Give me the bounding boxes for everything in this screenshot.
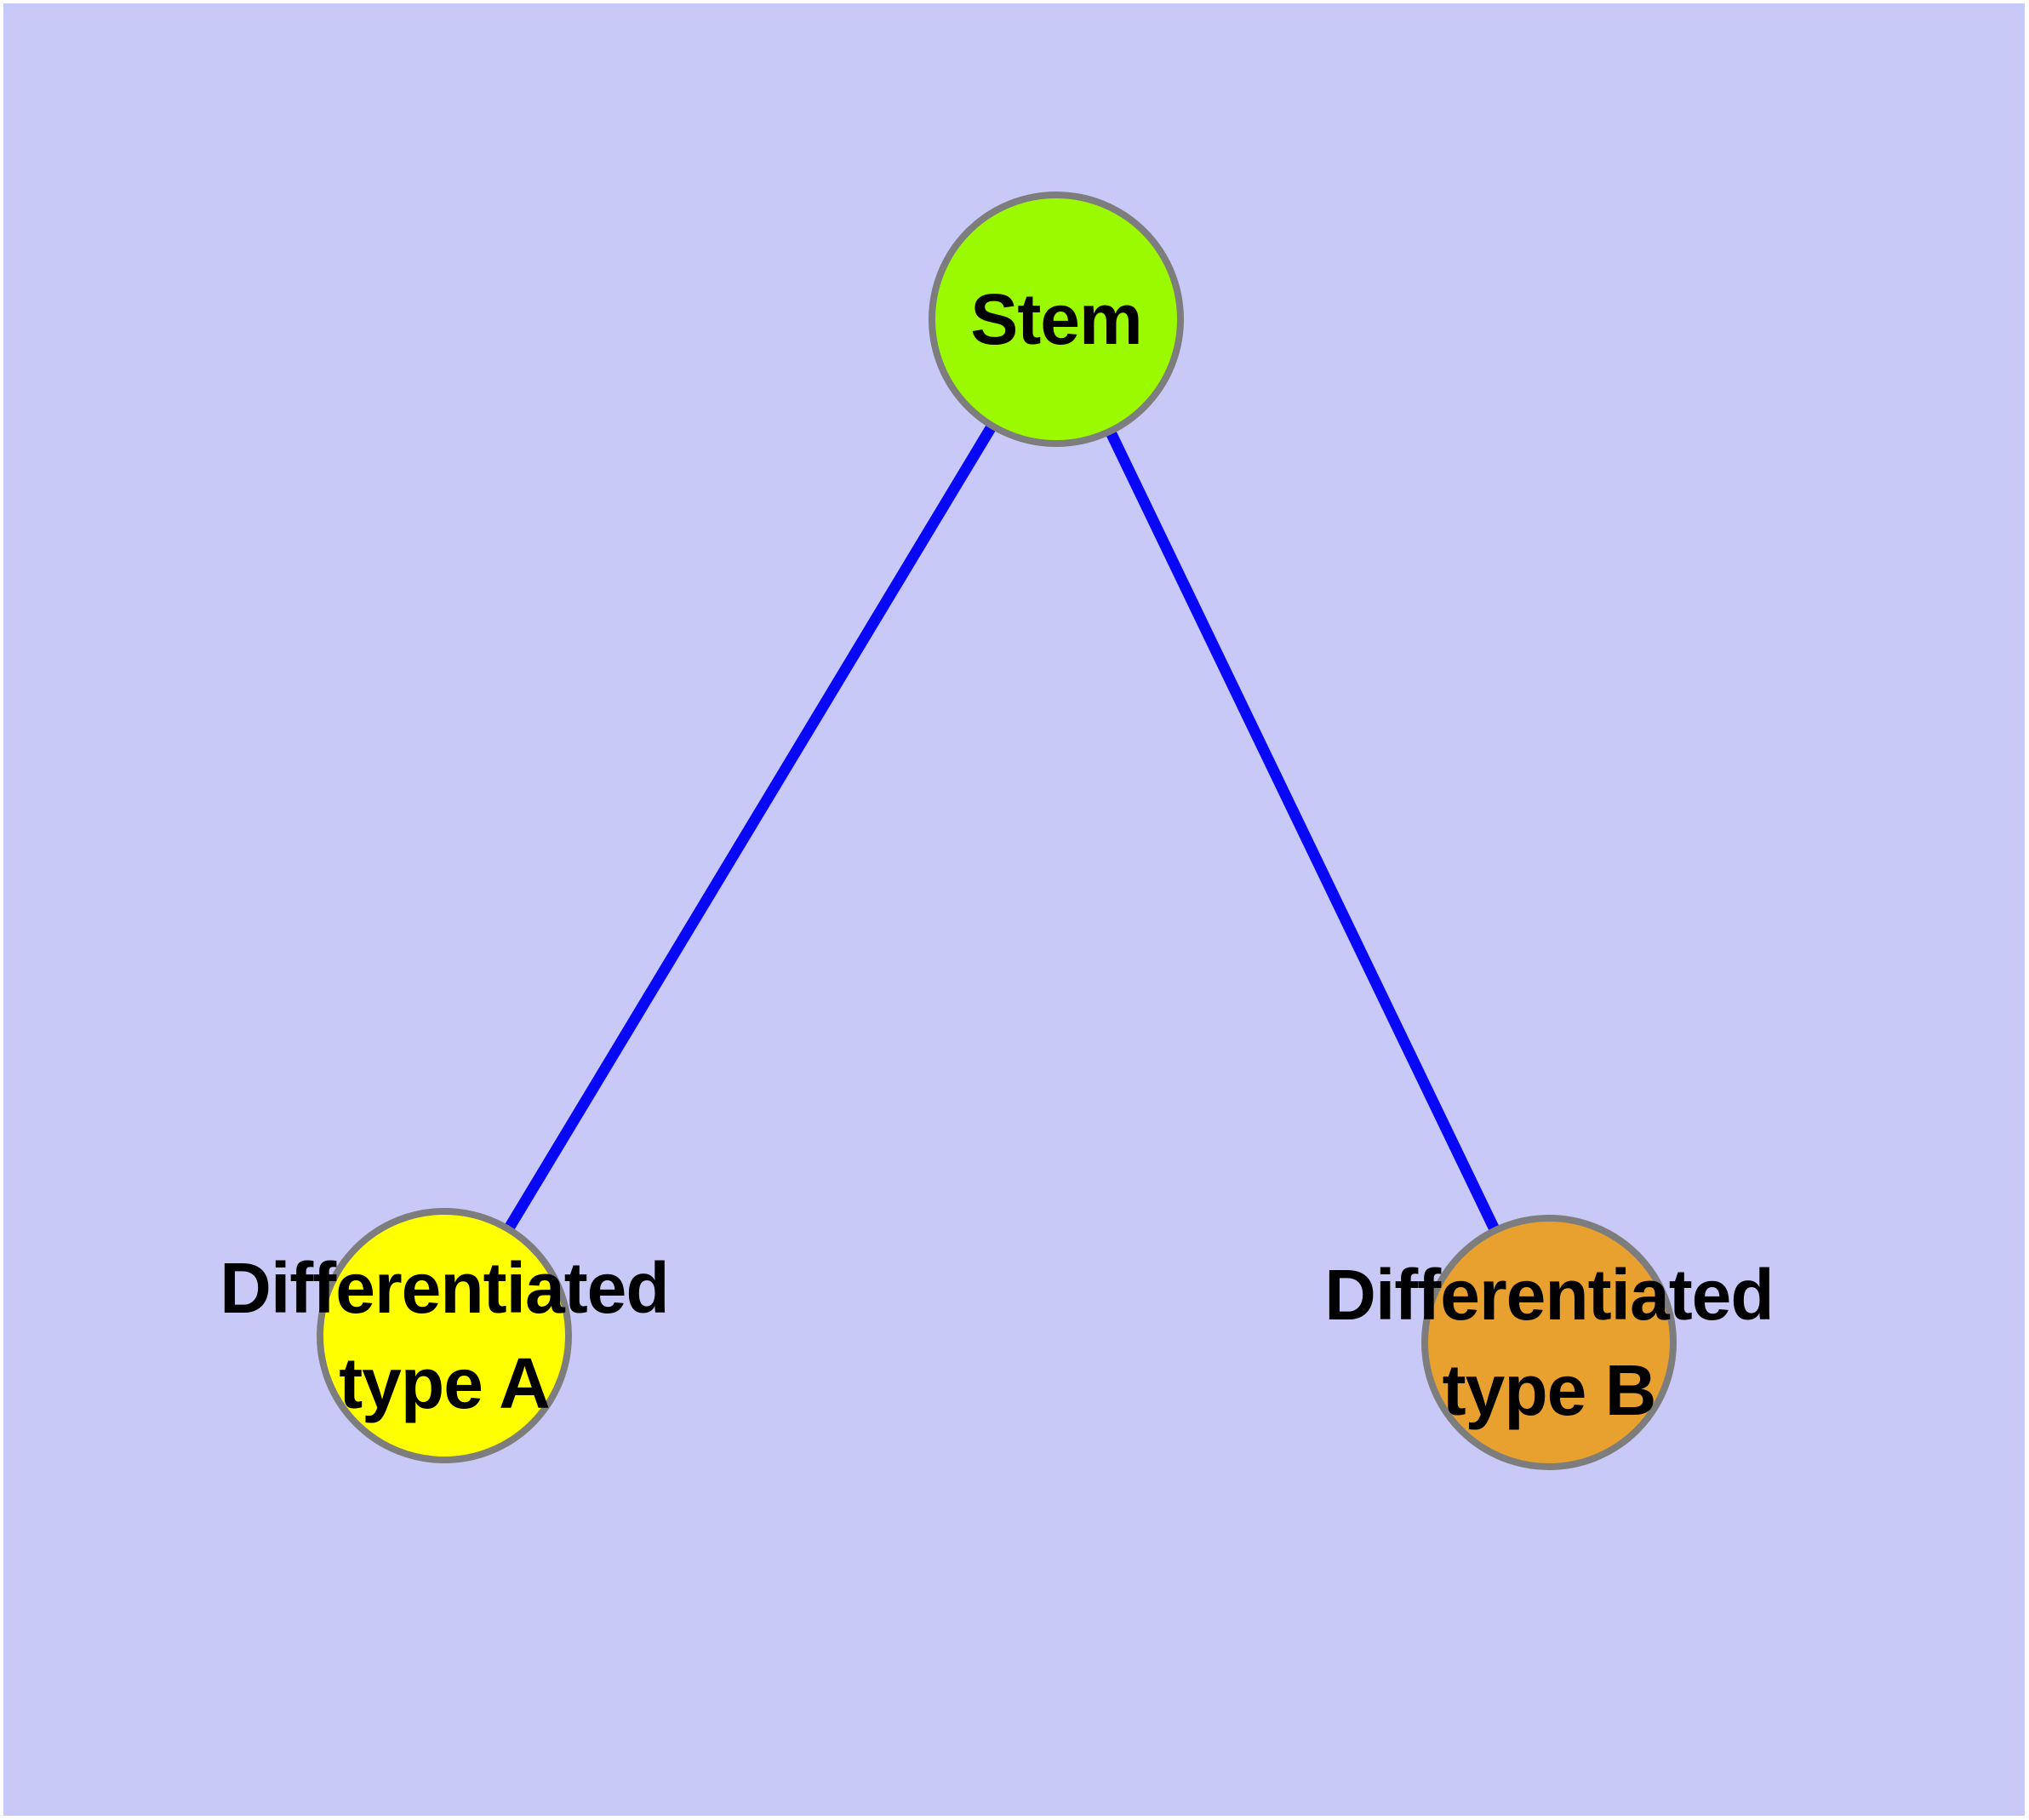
edge-layer xyxy=(439,316,1554,1345)
node-differentiated-type-a-label: Differentiated type A xyxy=(220,1248,669,1423)
node-differentiated-type-b-label: Differentiated type B xyxy=(1324,1255,1774,1430)
edge-stem-to-type-a xyxy=(439,316,1061,1339)
node-stem: Stem xyxy=(929,192,1184,447)
diagram-canvas: Stem Differentiated type A Differentiate… xyxy=(3,3,2025,1816)
node-stem-label: Stem xyxy=(970,279,1142,359)
node-differentiated-type-b: Differentiated type B xyxy=(1324,1215,1775,1470)
edge-stem-to-type-b xyxy=(1051,317,1554,1345)
node-differentiated-type-a: Differentiated type A xyxy=(220,1208,670,1463)
